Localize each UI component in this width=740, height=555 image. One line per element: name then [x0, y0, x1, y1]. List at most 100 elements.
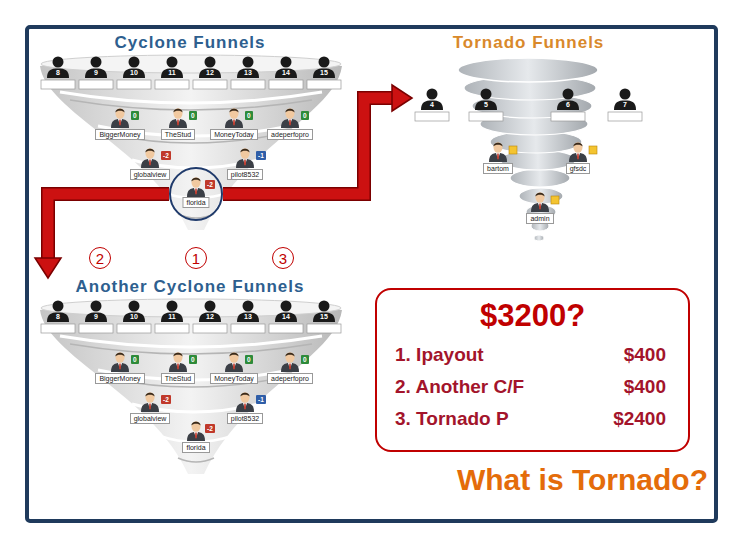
- score-badge: -2: [205, 180, 215, 189]
- seat-number: 15: [320, 313, 328, 321]
- member-box: globalview: [130, 413, 171, 424]
- member-box: admin: [526, 213, 553, 224]
- member-name: gfsdc: [566, 163, 591, 174]
- arrow-head: [392, 85, 412, 111]
- score-badge: 0: [189, 111, 197, 120]
- callout-number: 2: [96, 251, 104, 266]
- payout-amount: $400: [624, 376, 666, 398]
- member-box: TheStud: [161, 373, 195, 384]
- seat-number: 9: [94, 313, 98, 321]
- seat-number: 11: [168, 313, 175, 321]
- score-badge: 0: [131, 111, 139, 120]
- seat-number: 13: [244, 313, 252, 321]
- member-box: BiggerMoney: [95, 373, 144, 384]
- seat-number: 14: [282, 313, 290, 321]
- circled-member: florida: [169, 167, 223, 221]
- member-box: florida: [182, 442, 209, 453]
- arrow-shaft: [223, 98, 396, 194]
- seat-number: 10: [130, 69, 138, 77]
- member-name: florida: [182, 197, 209, 208]
- payout-item: 1. Ipayout: [395, 344, 484, 366]
- seat-number: 12: [206, 313, 214, 321]
- member-name: pilot8532: [227, 413, 263, 424]
- member-name: MoneyToday: [210, 373, 258, 384]
- member-name: admin: [526, 213, 553, 224]
- red-arrow: [35, 194, 169, 278]
- payout-panel: $3200? 1. Ipayout $400 2. Another C/F $400 3.…: [375, 288, 690, 452]
- member-box: gfsdc: [566, 163, 591, 174]
- member-box: MoneyToday: [210, 373, 258, 384]
- score-badge: -2: [205, 424, 215, 433]
- member-name: adeperfopro: [267, 129, 313, 140]
- seat-number: 10: [130, 313, 138, 321]
- funnel-title: Cyclone Funnels: [40, 34, 340, 52]
- seat-number: 5: [484, 101, 488, 109]
- member-box: adeperfopro: [267, 129, 313, 140]
- member-box: BiggerMoney: [95, 129, 144, 140]
- seat-number: 8: [56, 313, 60, 321]
- callout-number: 3: [279, 251, 287, 266]
- callout-circle: 2: [89, 247, 111, 269]
- funnel-region: Another Cyclone FunnelsBiggerMoney TheStu…: [40, 278, 340, 472]
- member-name: globalview: [130, 413, 171, 424]
- funnel-region: Tornado Funnels bartom gfsdc admin: [412, 34, 645, 250]
- funnel-region: Cyclone FunnelsBiggerMoney TheStud MoneyTo…: [40, 34, 340, 228]
- funnel-title: Tornado Funnels: [412, 34, 645, 52]
- payout-amount: $2400: [613, 408, 666, 430]
- member-name: BiggerMoney: [95, 373, 144, 384]
- member-box: globalview: [130, 169, 171, 180]
- arrow-head: [35, 258, 61, 278]
- member-box: pilot8532: [227, 169, 263, 180]
- seat-number: 4: [430, 101, 434, 109]
- member-box: pilot8532: [227, 413, 263, 424]
- seat-number: 9: [94, 69, 98, 77]
- cyclone-funnel-art: [40, 55, 342, 230]
- member-name: MoneyToday: [210, 129, 258, 140]
- score-badge: 0: [245, 111, 253, 120]
- payout-item: 3. Tornado P: [395, 408, 509, 430]
- funnel-title: Another Cyclone Funnels: [40, 278, 340, 296]
- callout-circle: 3: [272, 247, 294, 269]
- member-name: pilot8532: [227, 169, 263, 180]
- member-name: globalview: [130, 169, 171, 180]
- member-name: florida: [182, 442, 209, 453]
- score-badge: -2: [161, 395, 171, 404]
- frame: [27, 27, 716, 521]
- payout-item: 2. Another C/F: [395, 376, 524, 398]
- score-badge: -2: [161, 151, 171, 160]
- seat-number: 12: [206, 69, 214, 77]
- price-question: $3200?: [377, 298, 688, 334]
- score-badge: 0: [131, 355, 139, 364]
- member-name: bartom: [483, 163, 513, 174]
- payout-amount: $400: [624, 344, 666, 366]
- arrow-shaft-outline: [223, 98, 396, 194]
- another-cyclone-funnel-art: [40, 299, 342, 474]
- score-badge: -1: [256, 151, 266, 160]
- score-badge: 0: [245, 355, 253, 364]
- member-box: adeperfopro: [267, 373, 313, 384]
- seat-number: 11: [168, 69, 175, 77]
- tornado-crowd: [415, 89, 642, 213]
- seat-number: 6: [566, 101, 570, 109]
- member-box: MoneyToday: [210, 129, 258, 140]
- callout-circle: 1: [185, 247, 207, 269]
- member-name: TheStud: [161, 373, 195, 384]
- member-box: bartom: [483, 163, 513, 174]
- seat-number: 8: [56, 69, 60, 77]
- member-name: TheStud: [161, 129, 195, 140]
- member-name: adeperfopro: [267, 373, 313, 384]
- seat-number: 15: [320, 69, 328, 77]
- member-box: TheStud: [161, 129, 195, 140]
- score-badge: 0: [301, 111, 309, 120]
- score-badge: -1: [256, 395, 266, 404]
- seat-number: 7: [623, 101, 627, 109]
- score-badge: 0: [189, 355, 197, 364]
- seat-number: 14: [282, 69, 290, 77]
- member-name: BiggerMoney: [95, 129, 144, 140]
- callout-number: 1: [192, 251, 200, 266]
- seat-number: 13: [244, 69, 252, 77]
- question-text: What is Tornado?: [457, 462, 708, 498]
- score-badge: 0: [301, 355, 309, 364]
